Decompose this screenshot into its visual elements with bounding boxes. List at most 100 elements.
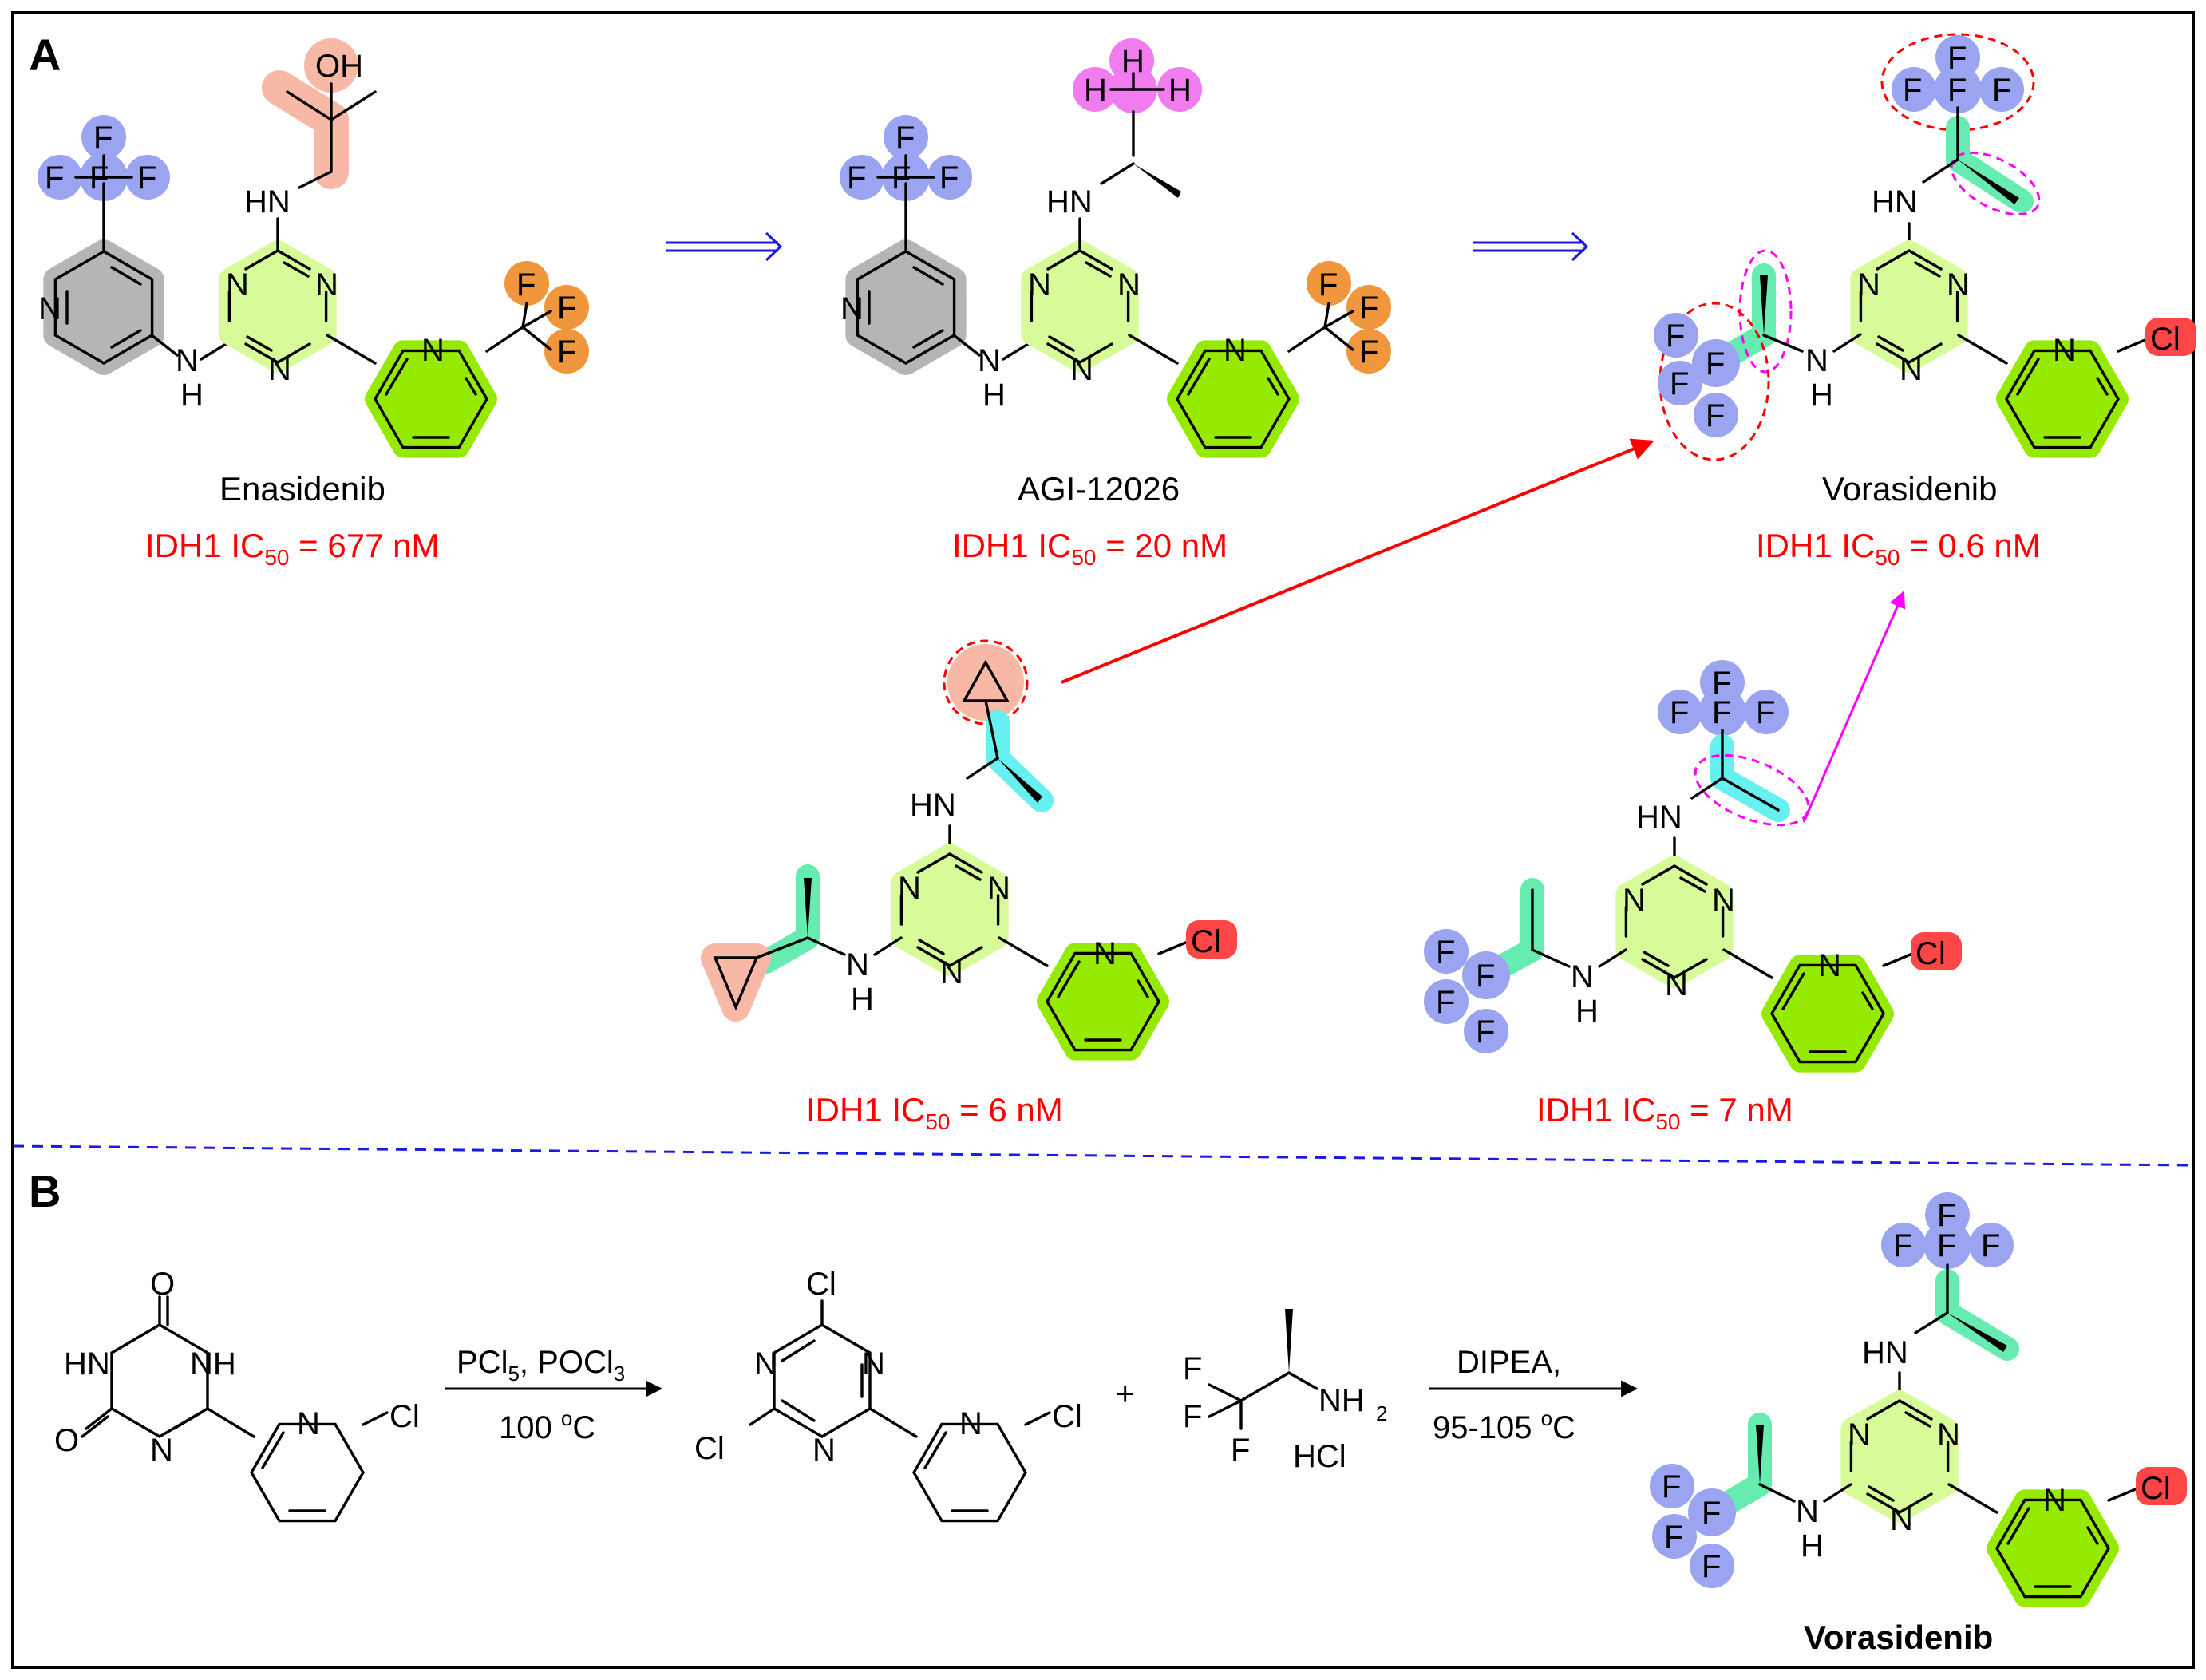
svg-text:N: N xyxy=(1665,967,1688,1002)
svg-text:N: N xyxy=(1890,1502,1913,1537)
svg-text:N: N xyxy=(1947,267,1970,302)
methyl-h3-group: H H H xyxy=(1073,38,1202,157)
cf3-group: F F F F xyxy=(38,115,170,253)
vorasidenib-ic50: IDH1 IC50 = 0.6 nM xyxy=(1756,527,2041,570)
svg-text:N: N xyxy=(846,947,869,982)
svg-text:N: N xyxy=(176,343,199,378)
svg-text:F: F xyxy=(1231,1433,1250,1468)
svg-text:F: F xyxy=(1670,366,1689,401)
panel-label-a: A xyxy=(29,30,61,80)
svg-text:F: F xyxy=(1476,1014,1495,1050)
svg-text:HN: HN xyxy=(1862,1335,1908,1370)
compound-6nm-ic50: IDH1 IC50 = 6 nM xyxy=(806,1091,1063,1134)
agi-structure: F F F F N N H N N N HN H H H xyxy=(840,38,1391,448)
svg-text:F: F xyxy=(1436,985,1455,1020)
agi-name: AGI-12026 xyxy=(1018,470,1180,508)
arrow-ethyl-to-vorasidenib xyxy=(1802,591,1906,823)
enasidenib-structure: F F F F N N H N N N HN OH N xyxy=(38,38,589,448)
svg-text:F: F xyxy=(1318,267,1338,302)
svg-text:F: F xyxy=(847,160,866,196)
compound-7nm-structure: F F F F HN N N N N H F F F F N Cl xyxy=(1424,660,1962,1062)
svg-text:F: F xyxy=(939,160,959,196)
step2-reagents: DIPEA, xyxy=(1457,1345,1561,1380)
svg-text:HN: HN xyxy=(910,788,956,823)
cf3-orange-group: F F F xyxy=(485,261,589,374)
panel-label-b: B xyxy=(29,1166,61,1216)
svg-text:N: N xyxy=(862,1346,885,1382)
svg-text:F: F xyxy=(1981,1228,2000,1263)
svg-text:N: N xyxy=(1796,1494,1819,1529)
svg-text:H: H xyxy=(1575,994,1599,1029)
svg-text:OH: OH xyxy=(315,49,363,84)
svg-text:H: H xyxy=(1084,73,1107,108)
svg-text:N: N xyxy=(1028,267,1051,302)
compound-6nm-structure: HN N N N N H N Cl xyxy=(701,639,1237,1050)
svg-text:H: H xyxy=(180,378,204,413)
product-structure: F F F F HN N N N N H F F F F N Cl xyxy=(1650,1192,2187,1597)
svg-text:F: F xyxy=(45,160,64,196)
plus-sign: + xyxy=(1116,1377,1134,1412)
svg-text:F: F xyxy=(516,267,536,302)
svg-text:HN: HN xyxy=(1046,184,1093,219)
arrow-enasidenib-to-agi xyxy=(666,231,783,262)
svg-text:NH: NH xyxy=(190,1346,236,1382)
svg-text:N: N xyxy=(754,1346,777,1382)
svg-text:F: F xyxy=(1903,73,1922,108)
svg-text:F: F xyxy=(1702,1496,1721,1531)
svg-text:F: F xyxy=(1670,695,1689,730)
svg-text:F: F xyxy=(557,334,576,370)
cf3-orange-group: F F F xyxy=(1287,261,1391,374)
svg-text:F: F xyxy=(1183,1351,1202,1386)
figure-frame xyxy=(11,11,2195,1669)
svg-text:N: N xyxy=(959,1406,982,1441)
arrow-agi-to-vorasidenib xyxy=(1473,231,1589,262)
svg-text:N: N xyxy=(1805,343,1828,378)
svg-text:F: F xyxy=(1706,346,1725,381)
svg-text:O: O xyxy=(150,1267,175,1302)
svg-text:F: F xyxy=(1712,695,1731,730)
enasidenib-ic50: IDH1 IC50 = 677 nM xyxy=(145,527,439,570)
svg-text:F: F xyxy=(1712,666,1731,701)
svg-text:HN: HN xyxy=(244,184,291,219)
svg-text:N: N xyxy=(226,267,249,302)
svg-text:F: F xyxy=(1436,935,1455,970)
svg-text:H: H xyxy=(1810,378,1833,413)
svg-text:HN: HN xyxy=(64,1346,110,1382)
svg-text:HN: HN xyxy=(1636,800,1682,835)
svg-text:F: F xyxy=(1947,41,1967,76)
svg-text:N: N xyxy=(1712,883,1735,918)
svg-text:F: F xyxy=(557,291,576,326)
svg-text:F: F xyxy=(1183,1399,1202,1434)
agi-ic50: IDH1 IC50 = 20 nM xyxy=(952,527,1228,570)
svg-text:F: F xyxy=(1666,318,1685,354)
svg-text:F: F xyxy=(1893,1228,1912,1263)
svg-text:N: N xyxy=(2053,333,2076,368)
svg-text:H: H xyxy=(1801,1528,1824,1563)
svg-text:F: F xyxy=(1937,1198,1956,1233)
svg-text:N: N xyxy=(1117,267,1141,302)
svg-text:F: F xyxy=(1664,1520,1683,1555)
svg-text:N: N xyxy=(1900,352,1923,387)
svg-text:N: N xyxy=(2043,1483,2066,1518)
step1-conditions: 100 oC xyxy=(499,1406,595,1445)
svg-text:Cl: Cl xyxy=(694,1431,725,1466)
vorasidenib-name: Vorasidenib xyxy=(1822,470,1998,508)
svg-text:F: F xyxy=(1706,398,1725,433)
svg-text:F: F xyxy=(1702,1549,1721,1584)
svg-text:N: N xyxy=(987,871,1010,906)
svg-text:N: N xyxy=(1937,1417,1960,1453)
svg-text:F: F xyxy=(1359,291,1378,326)
svg-text:N: N xyxy=(840,291,864,326)
svg-text:HN: HN xyxy=(1872,184,1918,219)
svg-text:N: N xyxy=(1224,333,1247,368)
svg-text:N: N xyxy=(421,333,445,368)
product-name: Vorasidenib xyxy=(1804,1619,1993,1656)
starting-material-structure: O O HN NH N N Cl xyxy=(54,1267,420,1523)
svg-text:N: N xyxy=(297,1406,320,1441)
intermediate-structure: Cl N N N Cl N Cl xyxy=(694,1267,1082,1523)
svg-text:F: F xyxy=(1756,695,1775,730)
svg-text:Cl: Cl xyxy=(389,1399,420,1434)
svg-text:F: F xyxy=(1992,73,2011,108)
svg-text:F: F xyxy=(895,121,915,156)
